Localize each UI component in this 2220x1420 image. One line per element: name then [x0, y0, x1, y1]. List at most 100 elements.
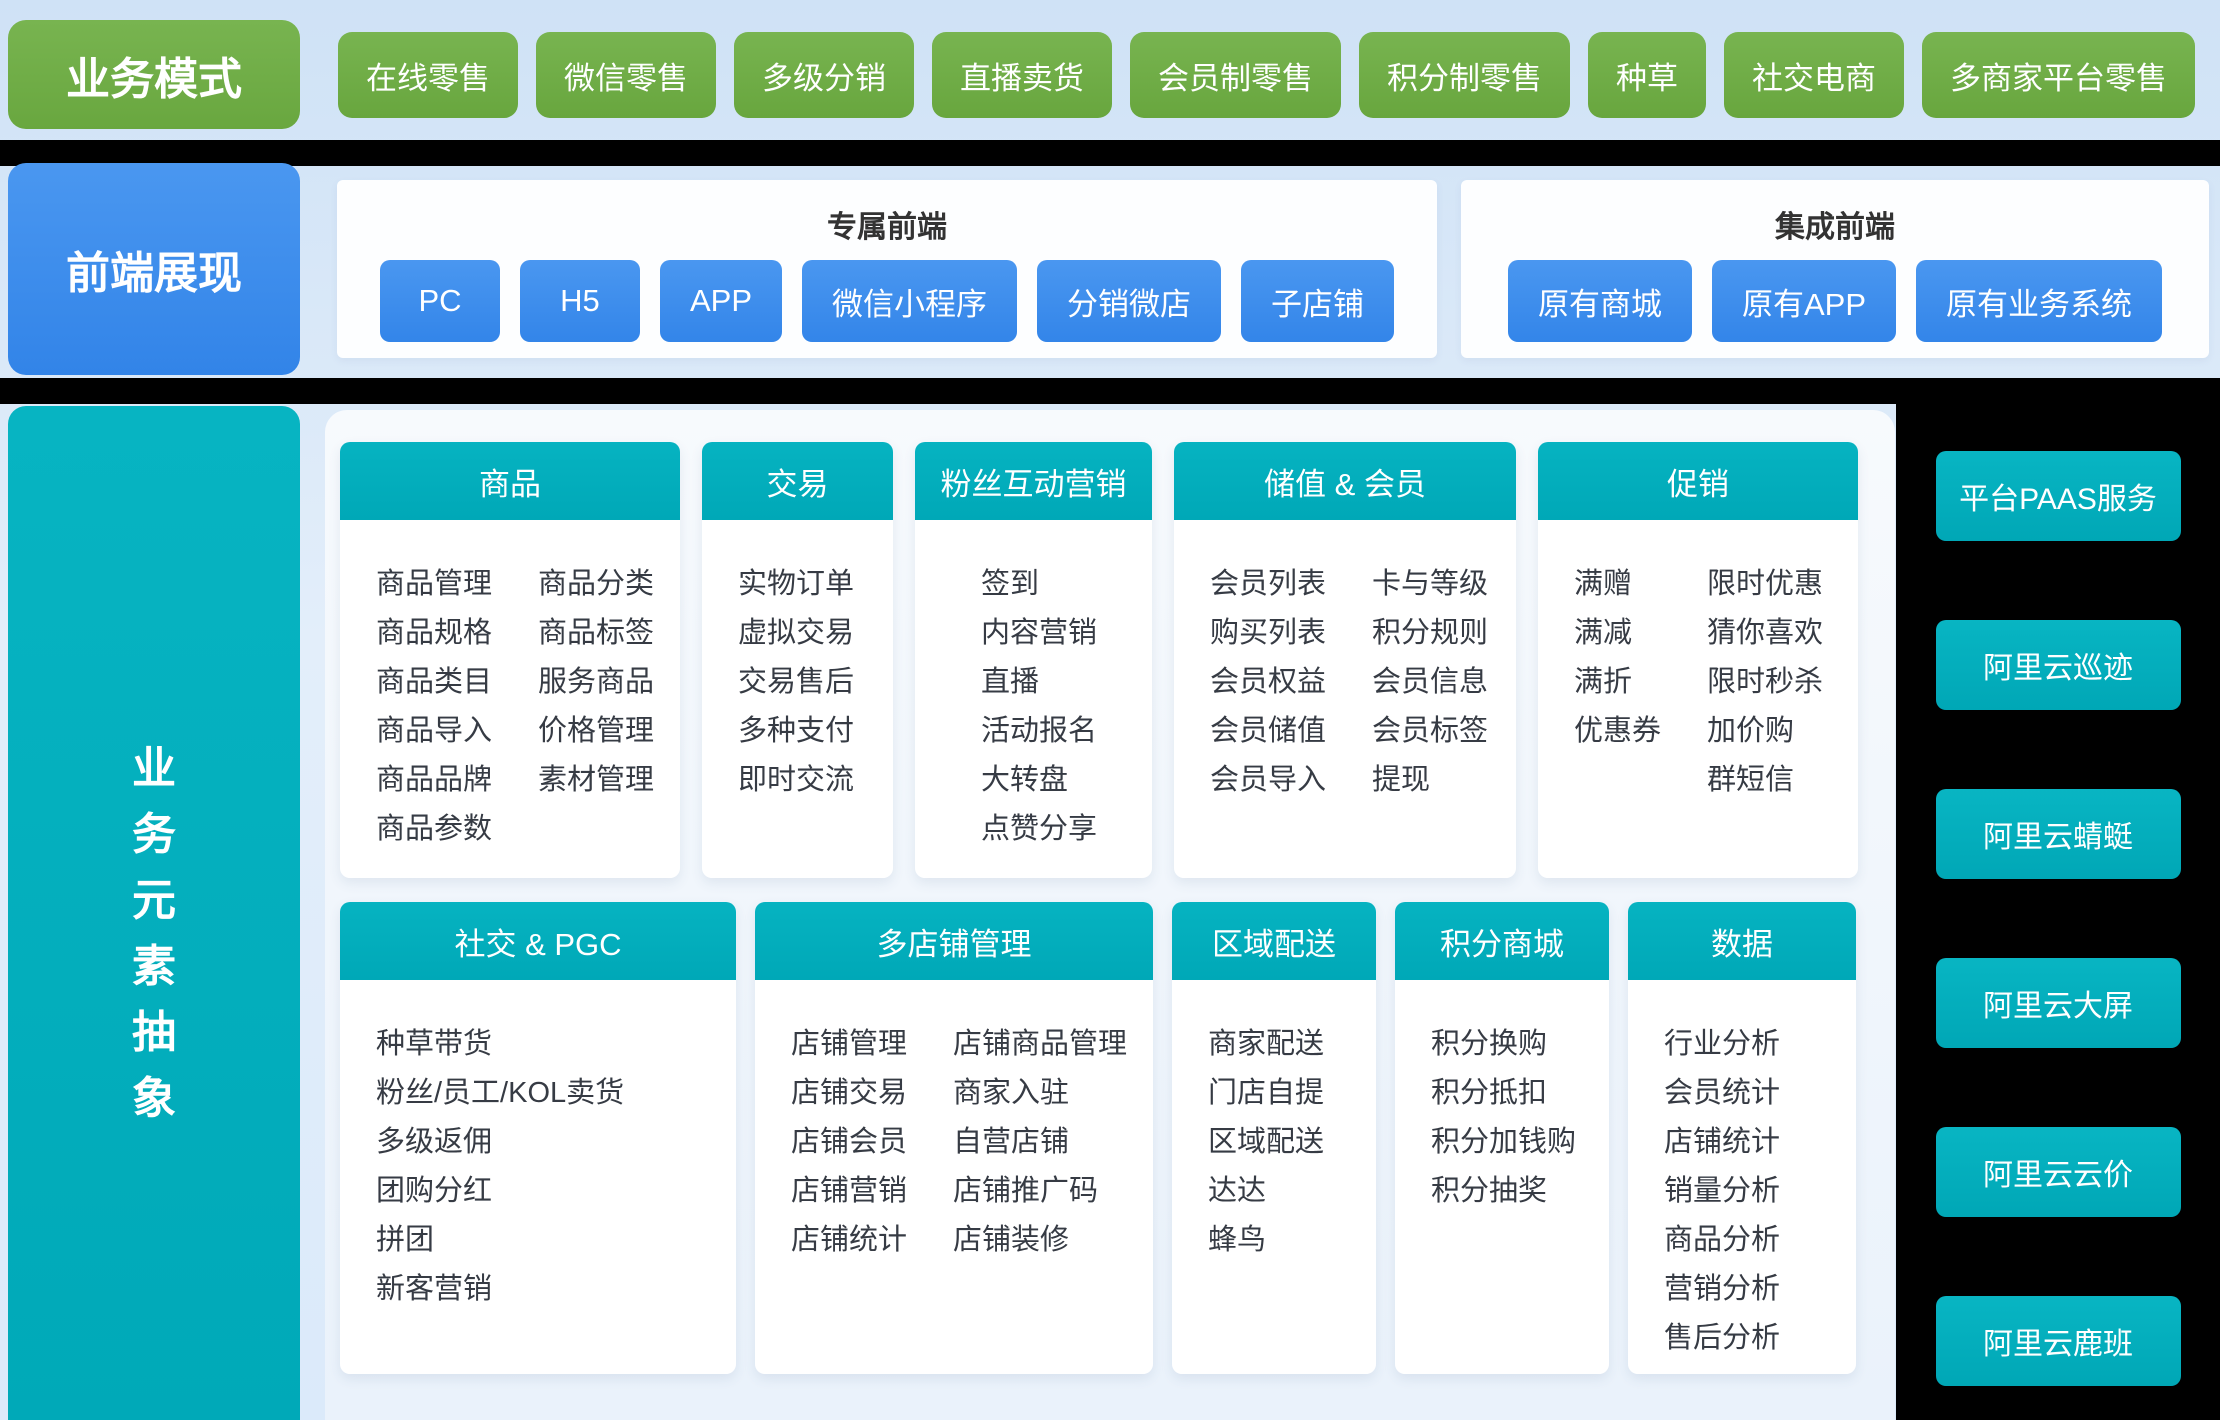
- abstraction-card-item: 内容营销: [981, 609, 1097, 658]
- separator-bar-middle: [0, 378, 2220, 404]
- abstraction-card-item: 店铺会员: [791, 1118, 907, 1167]
- abstraction-card-item: 素材管理: [538, 756, 654, 805]
- abstraction-card-item: 即时交流: [738, 756, 854, 805]
- abstraction-card: 积分商城积分换购积分抵扣积分加钱购积分抽奖: [1395, 902, 1609, 1374]
- abstraction-card-column: 会员列表购买列表会员权益会员储值会员导入: [1210, 560, 1326, 878]
- dedicated-frontend-panel: 专属前端 PCH5APP微信小程序分销微店子店铺: [337, 180, 1437, 358]
- abstraction-card-item: 会员权益: [1210, 658, 1326, 707]
- abstraction-card-item: 多种支付: [738, 707, 854, 756]
- abstraction-card-item: 门店自提: [1208, 1069, 1324, 1118]
- abstraction-card-item: 大转盘: [981, 756, 1097, 805]
- abstraction-card-item: 会员标签: [1372, 707, 1488, 756]
- paas-services-panel: 平台PAAS服务 阿里云巡迹阿里云蜻蜓阿里云大屏阿里云云价阿里云鹿班: [1896, 378, 2220, 1420]
- abstraction-card-item: 营销分析: [1664, 1265, 1780, 1314]
- abstraction-card-column: 商品管理商品规格商品类目商品导入商品品牌商品参数: [376, 560, 492, 878]
- business-model-chip: 积分制零售: [1359, 32, 1570, 118]
- abstraction-card-item: 直播: [981, 658, 1097, 707]
- abstraction-card-item: 新客营销: [376, 1265, 624, 1314]
- abstraction-card-body: 会员列表购买列表会员权益会员储值会员导入卡与等级积分规则会员信息会员标签提现: [1174, 520, 1516, 878]
- abstraction-card: 粉丝互动营销签到内容营销直播活动报名大转盘点赞分享: [915, 442, 1152, 878]
- abstraction-card-item: 限时秒杀: [1707, 658, 1823, 707]
- paas-service-block: 阿里云云价: [1936, 1127, 2181, 1217]
- business-model-row: 在线零售微信零售多级分销直播卖货会员制零售积分制零售种草社交电商多商家平台零售: [338, 20, 2195, 130]
- abstraction-card-item: 商品分类: [538, 560, 654, 609]
- abstraction-card-column: 实物订单虚拟交易交易售后多种支付即时交流: [738, 560, 854, 878]
- abstraction-card-item: 会员信息: [1372, 658, 1488, 707]
- abstraction-card-item: 活动报名: [981, 707, 1097, 756]
- abstraction-card-body: 商家配送门店自提区域配送达达蜂鸟: [1172, 980, 1376, 1374]
- abstraction-card-item: 行业分析: [1664, 1020, 1780, 1069]
- abstraction-card-item: 积分换购: [1431, 1020, 1576, 1069]
- abstraction-card-item: 商家配送: [1208, 1020, 1324, 1069]
- abstraction-card: 数据行业分析会员统计店铺统计销量分析商品分析营销分析售后分析: [1628, 902, 1856, 1374]
- abstraction-card-item: 卡与等级: [1372, 560, 1488, 609]
- abstraction-card-item: 实物订单: [738, 560, 854, 609]
- row-label-business-model-text: 业务模式: [66, 43, 242, 107]
- abstraction-card-item: 限时优惠: [1707, 560, 1823, 609]
- business-model-chip: 多级分销: [734, 32, 914, 118]
- abstraction-card-body: 积分换购积分抵扣积分加钱购积分抽奖: [1395, 980, 1609, 1374]
- abstraction-card-item: 拼团: [376, 1216, 624, 1265]
- abstraction-card-title: 区域配送: [1172, 902, 1376, 980]
- abstraction-card-item: 店铺装修: [953, 1216, 1127, 1265]
- row-label-business-model: 业务模式: [8, 20, 300, 129]
- abstraction-card-column: 商家配送门店自提区域配送达达蜂鸟: [1208, 1020, 1324, 1374]
- abstraction-card-item: 点赞分享: [981, 805, 1097, 854]
- abstraction-card-title: 储值 & 会员: [1174, 442, 1516, 520]
- abstraction-card-column: 卡与等级积分规则会员信息会员标签提现: [1372, 560, 1488, 878]
- abstraction-card-item: 售后分析: [1664, 1314, 1780, 1363]
- abstraction-card-body: 实物订单虚拟交易交易售后多种支付即时交流: [702, 520, 893, 878]
- abstraction-card-item: 商品导入: [376, 707, 492, 756]
- dedicated-frontend-chip-row: PCH5APP微信小程序分销微店子店铺: [337, 260, 1437, 342]
- abstraction-card-item: 店铺交易: [791, 1069, 907, 1118]
- abstraction-card-item: 购买列表: [1210, 609, 1326, 658]
- abstraction-card-body: 店铺管理店铺交易店铺会员店铺营销店铺统计店铺商品管理商家入驻自营店铺店铺推广码店…: [755, 980, 1153, 1374]
- dedicated-frontend-chip: 分销微店: [1037, 260, 1221, 342]
- abstraction-card-item: 会员储值: [1210, 707, 1326, 756]
- dedicated-frontend-chip: APP: [660, 260, 782, 342]
- business-model-chip: 多商家平台零售: [1922, 32, 2195, 118]
- abstraction-card-row-1: 商品商品管理商品规格商品类目商品导入商品品牌商品参数商品分类商品标签服务商品价格…: [340, 442, 1895, 878]
- dedicated-frontend-chip: 微信小程序: [802, 260, 1017, 342]
- abstraction-card-item: 会员统计: [1664, 1069, 1780, 1118]
- abstraction-card-item: 店铺统计: [1664, 1118, 1780, 1167]
- abstraction-card-item: 蜂鸟: [1208, 1216, 1324, 1265]
- abstraction-card-item: 店铺商品管理: [953, 1020, 1127, 1069]
- integrated-frontend-chip: 原有APP: [1712, 260, 1896, 342]
- abstraction-card-item: 店铺管理: [791, 1020, 907, 1069]
- abstraction-card-item: 销量分析: [1664, 1167, 1780, 1216]
- abstraction-card-item: 积分抽奖: [1431, 1167, 1576, 1216]
- abstraction-card-title: 社交 & PGC: [340, 902, 736, 980]
- abstraction-card-item: 店铺推广码: [953, 1167, 1127, 1216]
- row-label-abstraction: 业务元素抽象: [8, 406, 300, 1420]
- abstraction-label-char: 抽: [132, 1000, 176, 1066]
- abstraction-label-char: 元: [132, 868, 176, 934]
- abstraction-card-body: 满赠满减满折优惠券限时优惠猜你喜欢限时秒杀加价购群短信: [1538, 520, 1858, 878]
- dedicated-frontend-chip: H5: [520, 260, 640, 342]
- abstraction-card-item: 优惠券: [1574, 707, 1661, 756]
- abstraction-card-column: 商品分类商品标签服务商品价格管理素材管理: [538, 560, 654, 878]
- row-label-frontend: 前端展现: [8, 163, 300, 375]
- abstraction-card-title: 积分商城: [1395, 902, 1609, 980]
- abstraction-card-item: 服务商品: [538, 658, 654, 707]
- abstraction-card-column: 店铺管理店铺交易店铺会员店铺营销店铺统计: [791, 1020, 907, 1374]
- abstraction-card-item: 商品标签: [538, 609, 654, 658]
- abstraction-card-item: 签到: [981, 560, 1097, 609]
- abstraction-card-item: 积分规则: [1372, 609, 1488, 658]
- business-model-chip: 种草: [1588, 32, 1706, 118]
- abstraction-card-item: 提现: [1372, 756, 1488, 805]
- abstraction-card-item: 价格管理: [538, 707, 654, 756]
- abstraction-card-column: 积分换购积分抵扣积分加钱购积分抽奖: [1431, 1020, 1576, 1374]
- abstraction-card-title: 商品: [340, 442, 680, 520]
- business-model-chip: 会员制零售: [1130, 32, 1341, 118]
- abstraction-label-char: 务: [132, 802, 176, 868]
- paas-service-block: 阿里云蜻蜓: [1936, 789, 2181, 879]
- integrated-frontend-chip-row: 原有商城原有APP原有业务系统: [1461, 260, 2209, 342]
- abstraction-card-item: 区域配送: [1208, 1118, 1324, 1167]
- abstraction-card-item: 商品品牌: [376, 756, 492, 805]
- abstraction-card-body: 种草带货粉丝/员工/KOL卖货多级返佣团购分红拼团新客营销: [340, 980, 736, 1374]
- abstraction-card-row-2: 社交 & PGC种草带货粉丝/员工/KOL卖货多级返佣团购分红拼团新客营销多店铺…: [340, 902, 1895, 1374]
- abstraction-card-item: 满折: [1574, 658, 1661, 707]
- business-model-chip: 社交电商: [1724, 32, 1904, 118]
